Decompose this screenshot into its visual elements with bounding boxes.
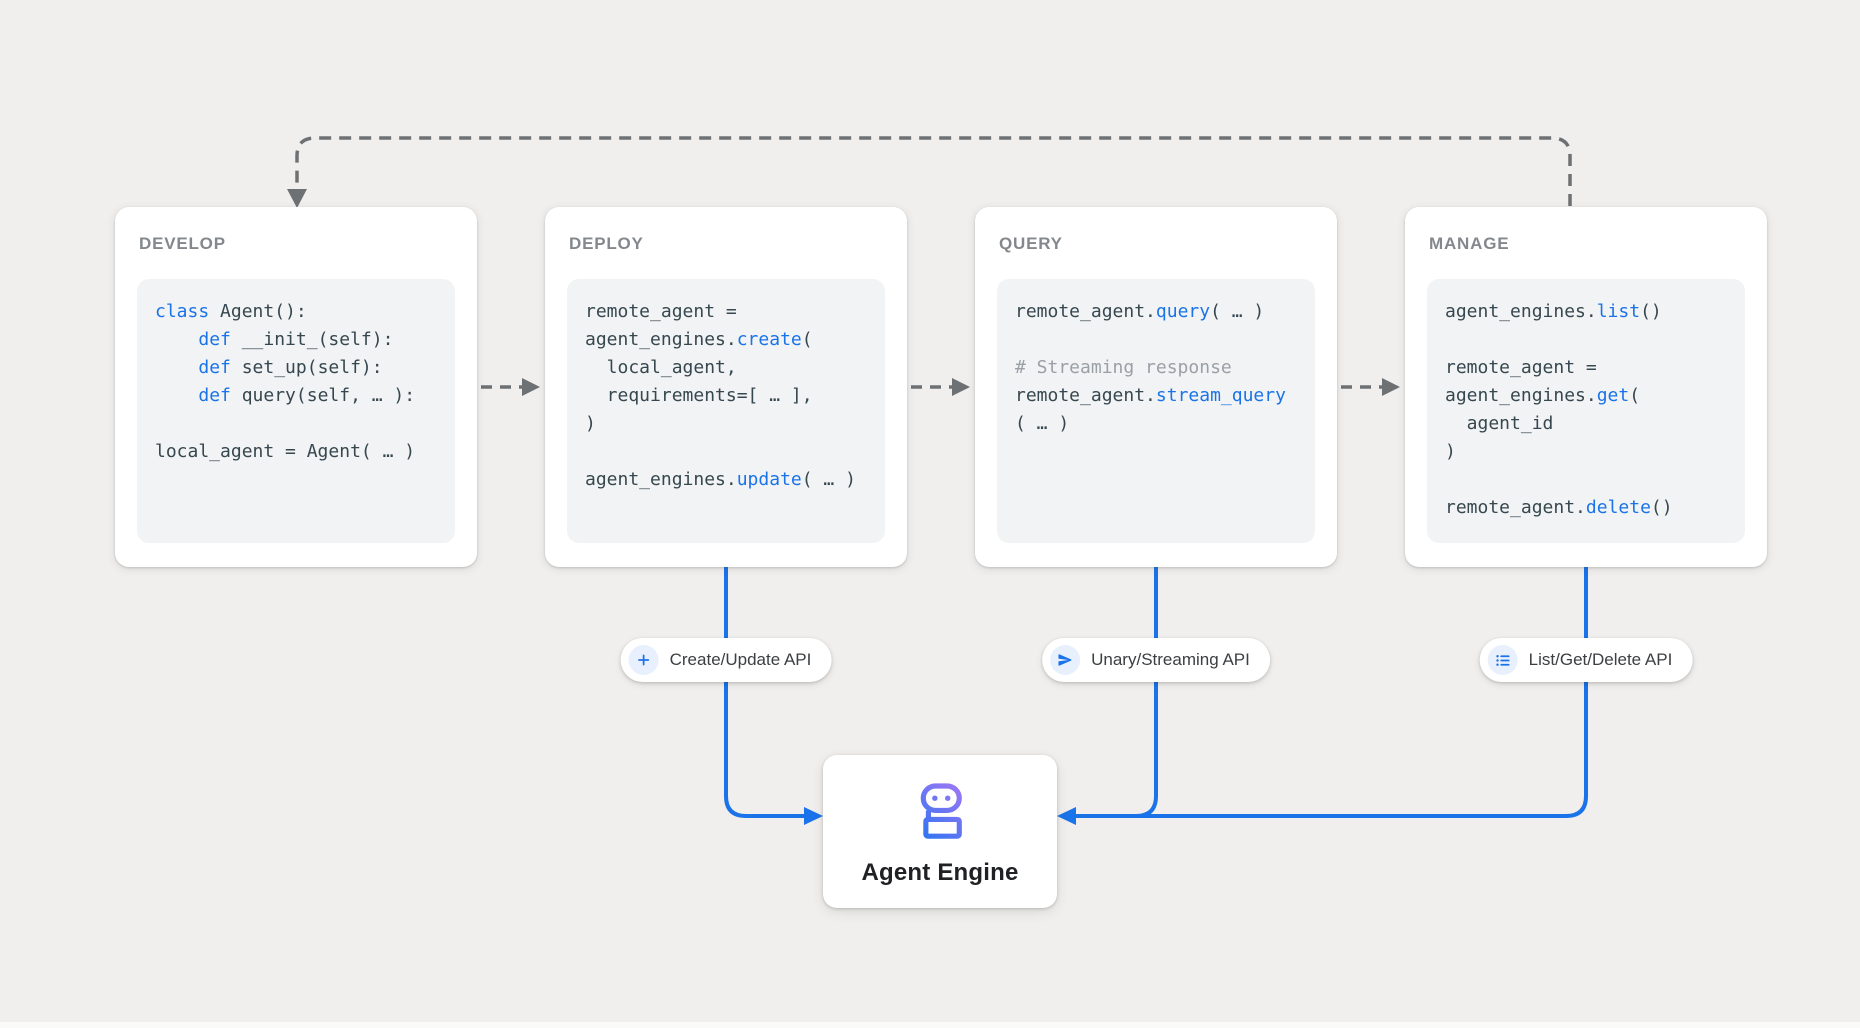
engine-left-arrowhead-icon	[804, 807, 823, 825]
manage-to-engine-line	[1076, 567, 1588, 818]
agent-engine-node: Agent Engine	[823, 755, 1057, 908]
code-block-deploy: remote_agent =agent_engines.create( loca…	[567, 279, 885, 543]
card-title-deploy: DEPLOY	[569, 234, 644, 253]
code-block-query: remote_agent.query( … ) # Streaming resp…	[997, 279, 1315, 543]
engine-right-arrowhead-icon	[1057, 807, 1076, 825]
card-query: QUERY remote_agent.query( … ) # Streamin…	[975, 207, 1337, 567]
card-title-query: QUERY	[999, 234, 1063, 253]
manage-arrowhead-icon	[1382, 378, 1400, 396]
list-icon	[1487, 645, 1518, 675]
agent-engine-label: Agent Engine	[861, 858, 1019, 886]
query-to-engine-line	[1120, 567, 1158, 818]
bottom-strip	[0, 1022, 1860, 1028]
card-manage: MANAGE agent_engines.list() remote_agent…	[1405, 207, 1767, 567]
pill-unary-streaming-api: Unary/Streaming API	[1042, 638, 1270, 682]
card-title-develop: DEVELOP	[139, 234, 226, 253]
pill-label-create-update: Create/Update API	[669, 650, 812, 669]
robot-icon	[920, 782, 962, 839]
card-deploy: DEPLOY remote_agent =agent_engines.creat…	[545, 207, 907, 567]
card-develop: DEVELOP class Agent(): def __init_(self)…	[115, 207, 477, 567]
card-title-manage: MANAGE	[1429, 234, 1510, 253]
pill-label-unary-streaming: Unary/Streaming API	[1091, 650, 1250, 669]
pill-list-get-delete-api: List/Get/Delete API	[1479, 638, 1693, 682]
manage-to-develop-dashed-loop	[295, 136, 1572, 206]
query-arrowhead-icon	[952, 378, 970, 396]
pill-label-list-get-delete: List/Get/Delete API	[1528, 650, 1673, 669]
plus-icon	[628, 645, 659, 675]
deploy-arrowhead-icon	[522, 378, 540, 396]
develop-loop-arrowhead-icon	[287, 189, 307, 208]
send-icon	[1050, 645, 1081, 675]
code-block-manage: agent_engines.list() remote_agent =agent…	[1427, 279, 1745, 543]
code-block-develop: class Agent(): def __init_(self): def se…	[137, 279, 455, 543]
pill-create-update-api: Create/Update API	[620, 638, 832, 682]
deploy-to-engine-line	[724, 567, 805, 818]
